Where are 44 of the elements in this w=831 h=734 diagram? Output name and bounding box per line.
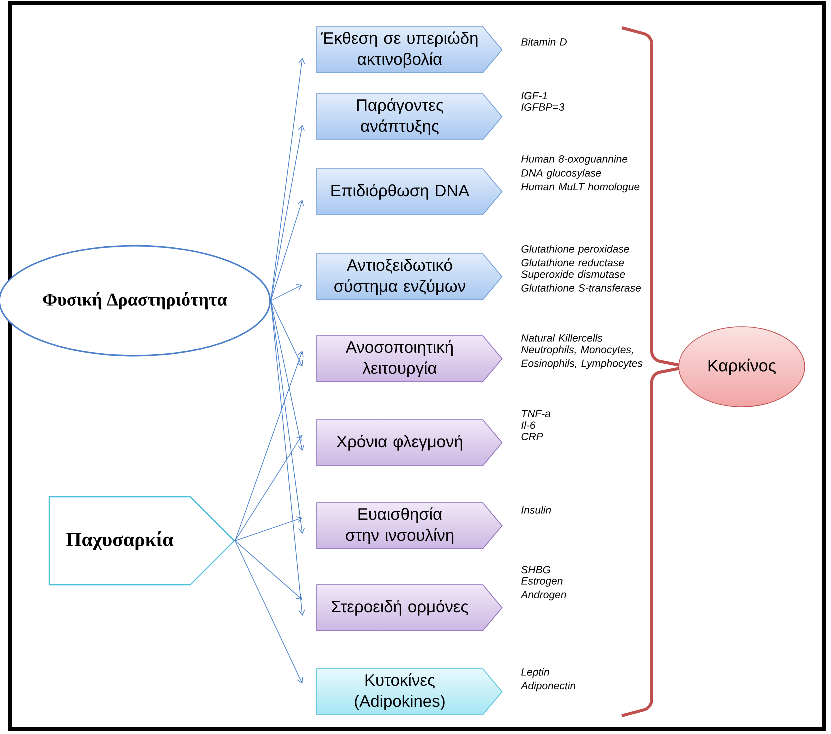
item-text: Bitamin D — [522, 38, 567, 46]
item-text: Il-6 — [522, 421, 536, 430]
arrow — [270, 58, 306, 302]
item-text: SHBG — [522, 566, 550, 574]
arrow-box: Παχυσαρκία — [48, 496, 236, 586]
item-text: IGFBP=3 — [522, 104, 565, 111]
arrow — [235, 351, 304, 542]
item-text: Neutrophils, Monocytes, — [522, 346, 634, 356]
arrow — [235, 516, 303, 542]
item-text: Androgen — [520, 590, 566, 601]
arrow — [235, 540, 304, 684]
item-text: IGF-1 — [522, 92, 548, 100]
item-text: Human 8-oxoguannine DNA glucosylase — [522, 155, 628, 179]
arrow-box: Επιδιόρθωση DNA — [316, 168, 503, 216]
item-text: Natural Killercells — [522, 334, 603, 342]
arrow — [235, 435, 303, 542]
item-text: Adiponectin — [520, 682, 576, 692]
arrow — [270, 300, 306, 616]
arrow-box: Αντιοξειδωτικό σύστημα ενζύμων — [316, 254, 503, 300]
item-text: Glutathione reductase — [522, 258, 624, 267]
item-text: Superoxide dismutase — [522, 270, 626, 280]
item-text: Leptin — [522, 668, 550, 678]
item-text: Insulin — [522, 506, 552, 514]
arrow-box: Παράγοντες ανάπτυξης — [316, 94, 503, 140]
arrow-box: Ευαισθησία στην ινσουλίνη — [316, 502, 503, 550]
item-text: Glutathione S-transferase — [522, 284, 642, 292]
arrow — [270, 300, 305, 451]
arrow-box: Στεροειδή ορμόνες — [316, 584, 503, 632]
arrow — [270, 284, 303, 302]
arrow — [270, 300, 306, 534]
arrow — [270, 125, 305, 302]
arrow — [235, 540, 303, 600]
item-text: Estrogen — [522, 578, 563, 587]
arrow-box: Κυτοκίνες (Adipokines) — [316, 668, 503, 716]
arrow-box: Χρόνια φλεγμονή — [316, 420, 503, 466]
arrow-box: Έκθεση σε υπεριώδη ακτινοβολία — [316, 26, 503, 74]
item-text: Eosinophils, Lymphocytes — [522, 360, 643, 370]
arrow — [270, 300, 304, 367]
arrow — [270, 200, 304, 302]
item-text: Human MuLT homologue — [522, 182, 640, 193]
item-text: CRP — [522, 433, 544, 440]
item-text: Glutathione peroxidase — [522, 245, 630, 255]
arrow-box: Ανοσοποιητική λειτουργία — [316, 336, 503, 382]
item-text: TNF-a — [522, 410, 551, 418]
